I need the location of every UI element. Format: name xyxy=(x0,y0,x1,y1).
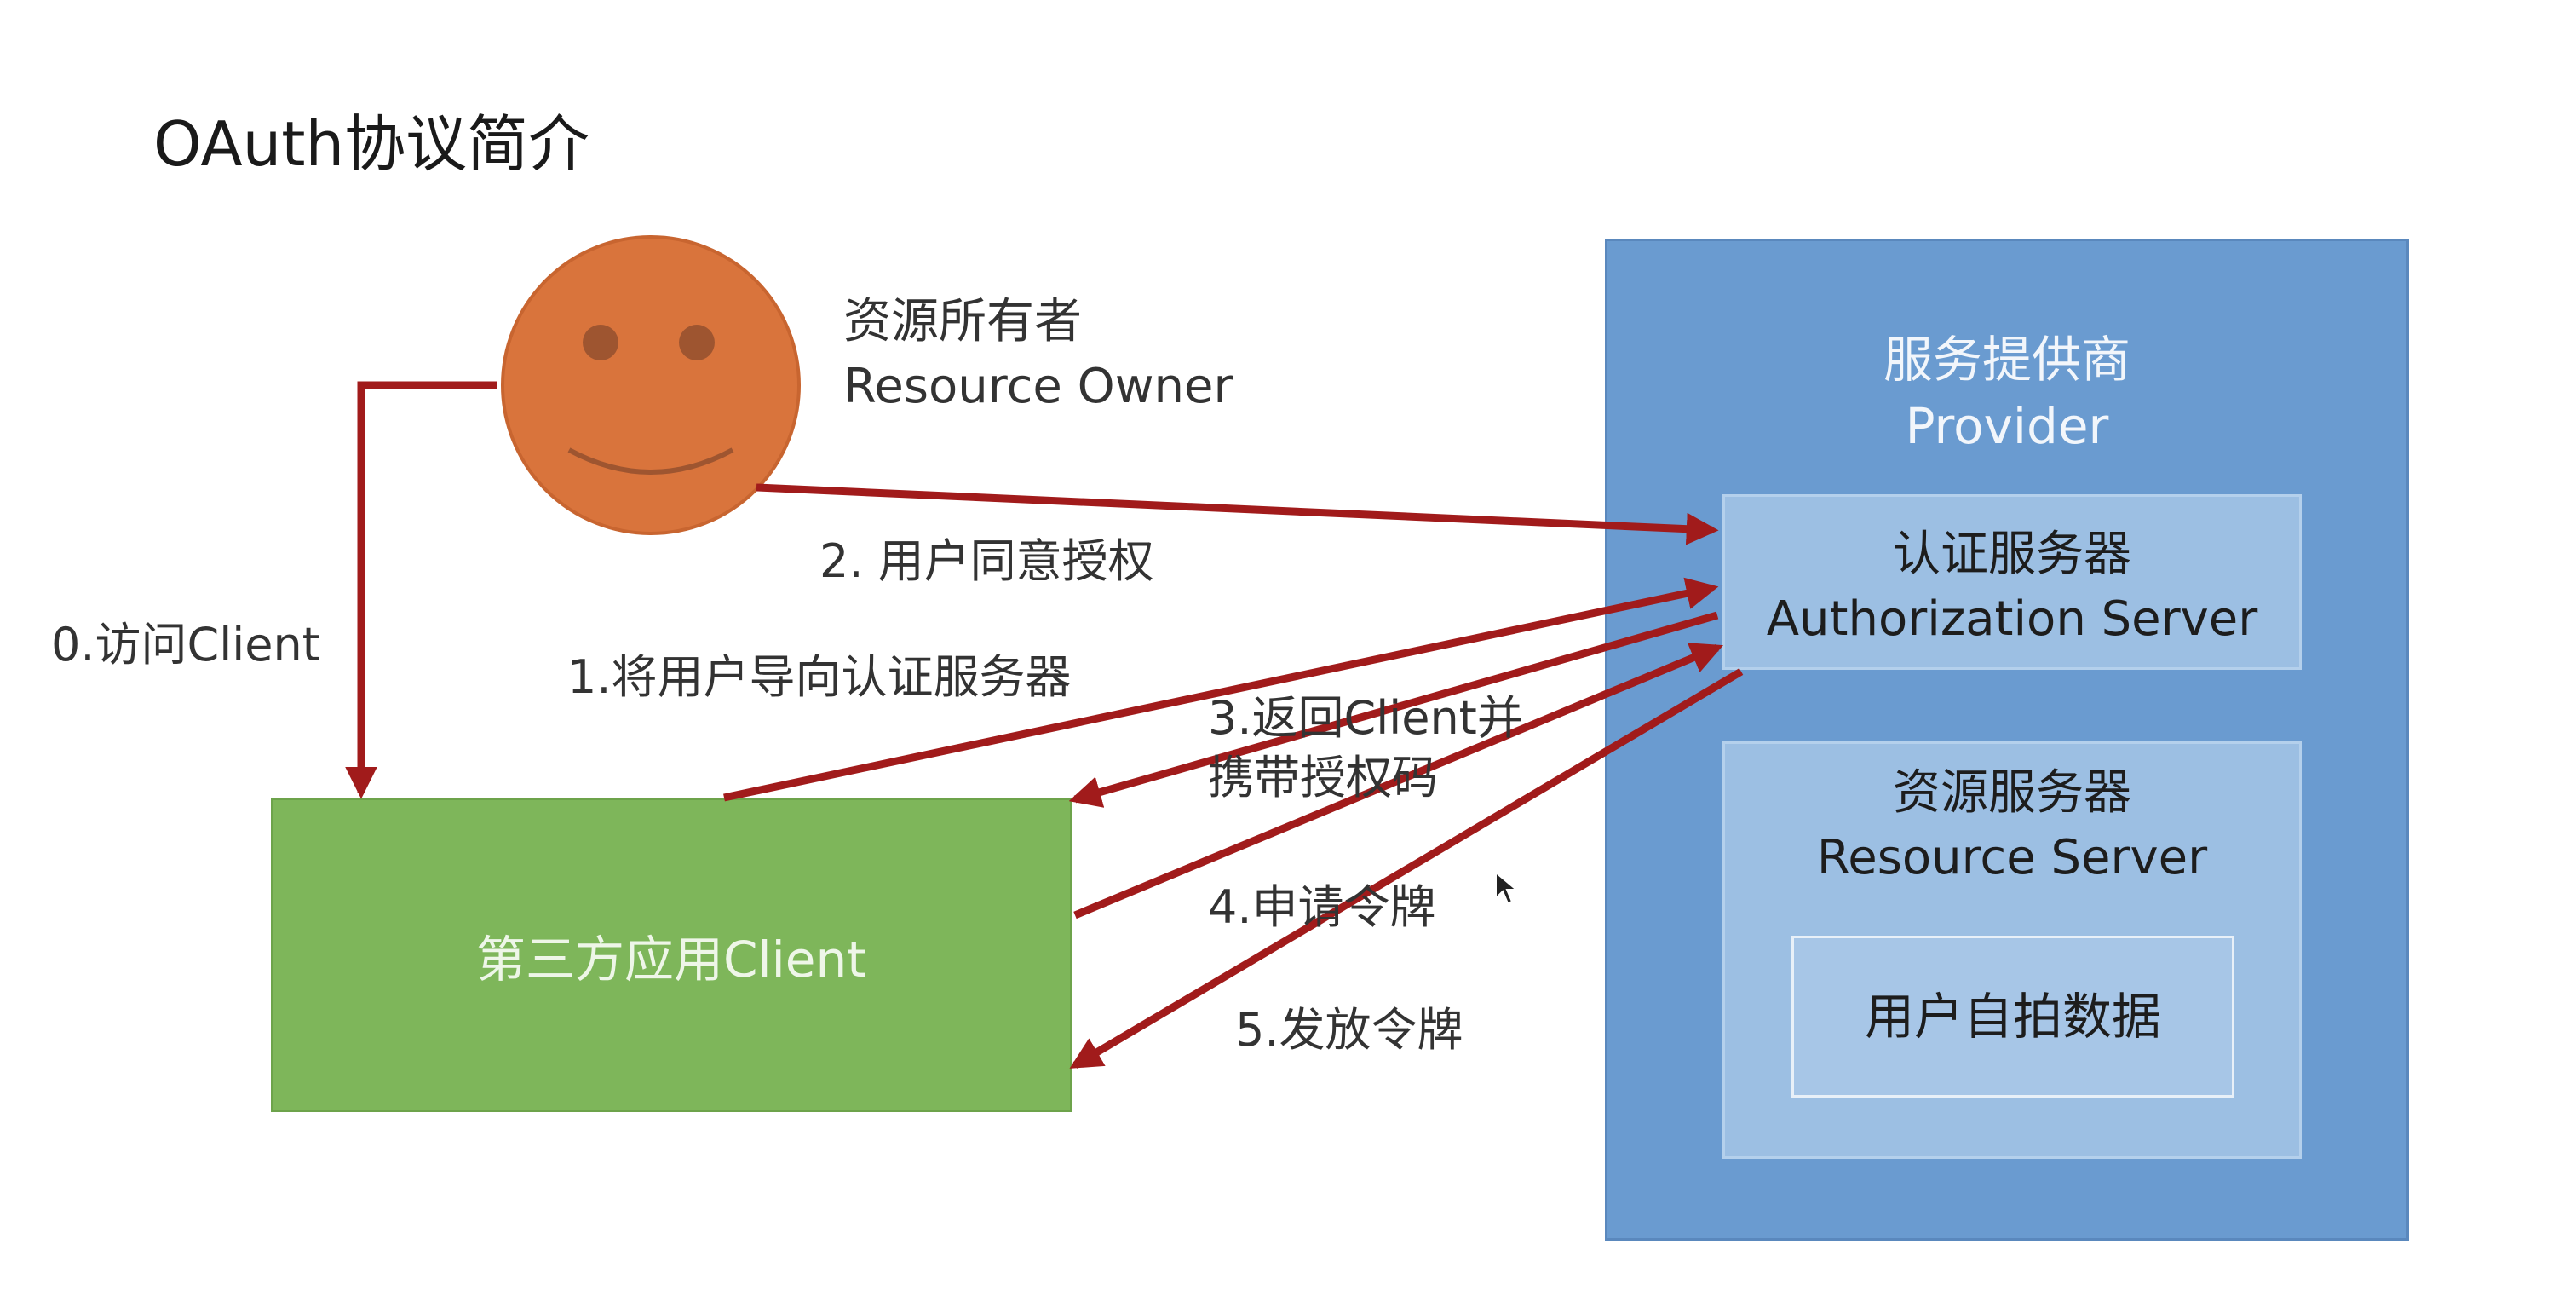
arrow-step-5 xyxy=(1069,668,1744,1069)
mouse-cursor-icon xyxy=(1495,871,1519,905)
step-5-label: 5.发放令牌 xyxy=(1235,1003,1463,1057)
provider-title-cn: 服务提供商 xyxy=(1883,331,2130,389)
resource-server-label-en: Resource Server xyxy=(1816,829,2208,885)
step-0-label: 0.访问Client xyxy=(51,618,320,672)
provider-title-en: Provider xyxy=(1905,397,2109,456)
resource-server-label-cn: 资源服务器 xyxy=(1893,765,2131,821)
resource-server-box: 资源服务器 Resource Server 用户自拍数据 xyxy=(1722,741,2302,1159)
provider-box: 服务提供商 Provider 认证服务器 Authorization Serve… xyxy=(1605,239,2409,1241)
arrow-step-4 xyxy=(1073,643,1723,919)
arrow-step-2 xyxy=(756,483,1719,545)
step-1-label: 1.将用户导向认证服务器 xyxy=(567,650,1072,704)
client-box: 第三方应用Client xyxy=(271,798,1072,1112)
arrow-step-3 xyxy=(1068,611,1719,808)
authorization-server-box: 认证服务器 Authorization Server xyxy=(1722,494,2302,670)
authorization-server-label-cn: 认证服务器 xyxy=(1893,527,2131,582)
resource-server-title: 资源服务器 Resource Server xyxy=(1725,761,2299,890)
resource-owner-label-cn: 资源所有者 xyxy=(843,294,1082,349)
resource-owner-label-en: Resource Owner xyxy=(843,358,1233,414)
arrow-step-0 xyxy=(345,381,497,799)
step-4-label: 4.申请令牌 xyxy=(1208,880,1436,934)
provider-title: 服务提供商 Provider xyxy=(1607,326,2406,460)
resource-owner-label: 资源所有者 Resource Owner xyxy=(843,290,1233,418)
authorization-server-label-en: Authorization Server xyxy=(1766,591,2258,647)
step-3-label-line2: 携带授权码 xyxy=(1208,751,1438,805)
step-3-label: 3.返回Client并 携带授权码 xyxy=(1208,689,1523,808)
slide-title: OAuth协议简介 xyxy=(153,108,590,180)
step-2-label: 2. 用户同意授权 xyxy=(819,534,1154,588)
user-selfie-data-box: 用户自拍数据 xyxy=(1791,936,2234,1098)
step-3-label-line1: 3.返回Client并 xyxy=(1208,691,1523,745)
arrow-step-1 xyxy=(723,577,1719,802)
